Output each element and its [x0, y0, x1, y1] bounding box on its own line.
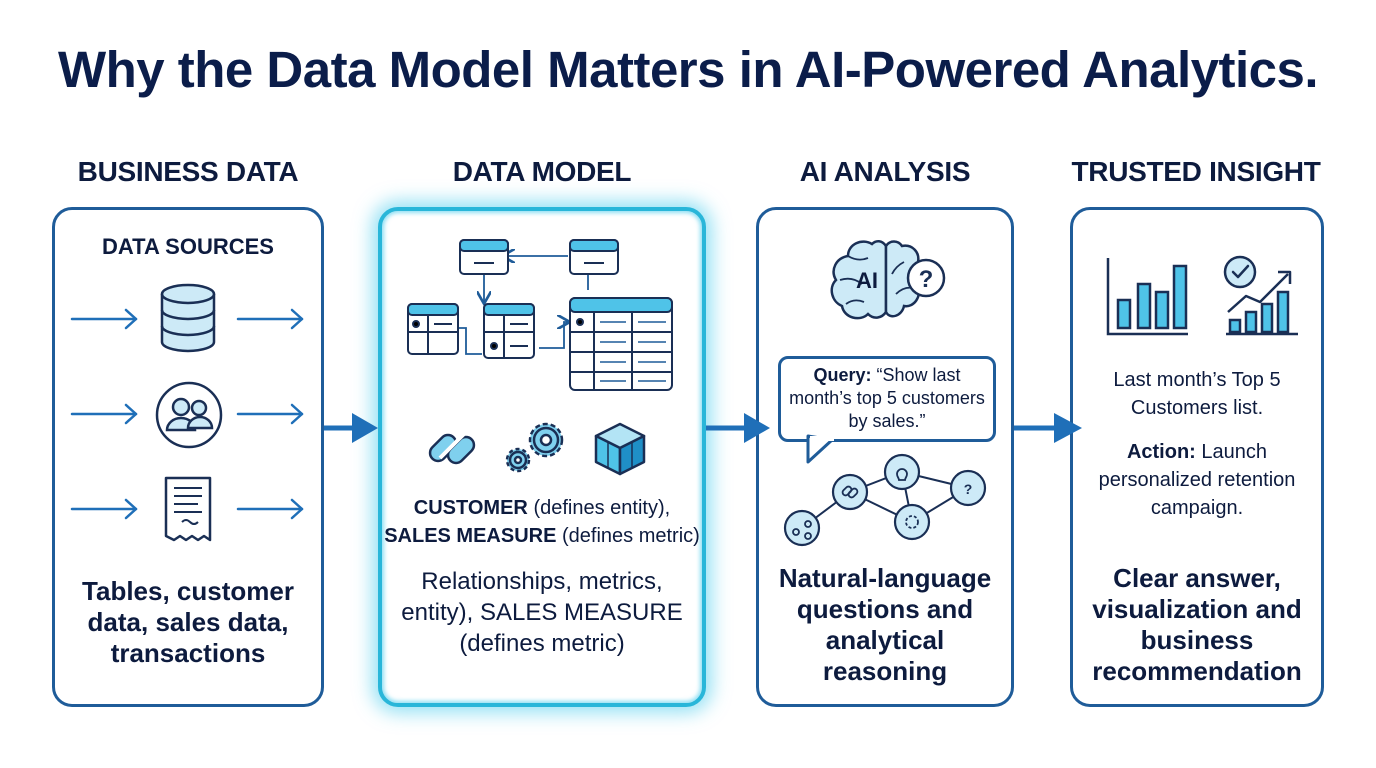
query-text-block: Query: “Show last month’s top 5 customer…: [784, 364, 990, 433]
panel-trusted-insight: [1070, 207, 1324, 707]
ai-analysis-summary: Natural-language questions and analytica…: [778, 563, 992, 686]
query-bubble-tail: [806, 434, 834, 464]
flow-arrow-2: [706, 413, 770, 443]
flow-arrow-1: [324, 413, 378, 443]
query-text: “Show last month’s top 5 customers by sa…: [789, 365, 985, 431]
heading-ai-analysis: AI ANALYSIS: [799, 156, 971, 187]
action-text: Launch personalized retention campaign.: [1098, 441, 1296, 519]
bar-chart-icon: [1106, 258, 1188, 336]
flow-arrow-3: [1014, 413, 1082, 443]
heading-business-data: BUSINESS DATA: [77, 156, 299, 187]
link-icon: [428, 432, 476, 465]
insight-result-text: Last month’s Top 5 Customers list.: [1113, 369, 1281, 419]
svg-text:?: ?: [919, 266, 934, 293]
model-definitions: CUSTOMER (defines entity), SALES MEASURE…: [382, 494, 702, 550]
ai-brain-icon: ?: [830, 240, 946, 320]
customer-note: (defines entity),: [533, 497, 671, 519]
database-icon: [160, 283, 216, 353]
insight-action-block: Action: Launch personalized retention ca…: [1086, 438, 1308, 522]
trusted-insight-summary: Clear answer, visualization and business…: [1092, 563, 1302, 686]
source-flow-arrows: [70, 308, 304, 520]
query-bubble: [778, 356, 996, 442]
heading-trusted-insight: TRUSTED INSIGHT: [1071, 156, 1321, 187]
action-label: Action:: [1126, 441, 1196, 463]
receipt-icon: [164, 476, 212, 542]
svg-text:?: ?: [964, 481, 973, 497]
reasoning-network-icon: ?: [783, 453, 987, 547]
ai-badge: AI: [856, 268, 878, 293]
query-label: Query:: [813, 365, 872, 385]
sales-measure-label: SALES MEASURE: [384, 525, 557, 547]
gears-icon: [505, 422, 564, 473]
data-sources-label: DATA SOURCES: [102, 234, 274, 259]
cube-icon: [594, 422, 646, 476]
business-data-summary: Tables, customer data, sales data, trans…: [82, 576, 294, 668]
data-model-summary: Relationships, metrics, entity), SALES M…: [401, 568, 683, 657]
heading-data-model: DATA MODEL: [452, 156, 632, 187]
customer-label: CUSTOMER: [413, 497, 528, 519]
page-title: Why the Data Model Matters in AI-Powered…: [57, 41, 1319, 98]
entity-relationship-diagram: [407, 239, 673, 391]
growth-chart-icon: [1223, 255, 1298, 336]
sales-measure-note: (defines metric): [562, 525, 700, 547]
customers-icon: [155, 381, 223, 449]
